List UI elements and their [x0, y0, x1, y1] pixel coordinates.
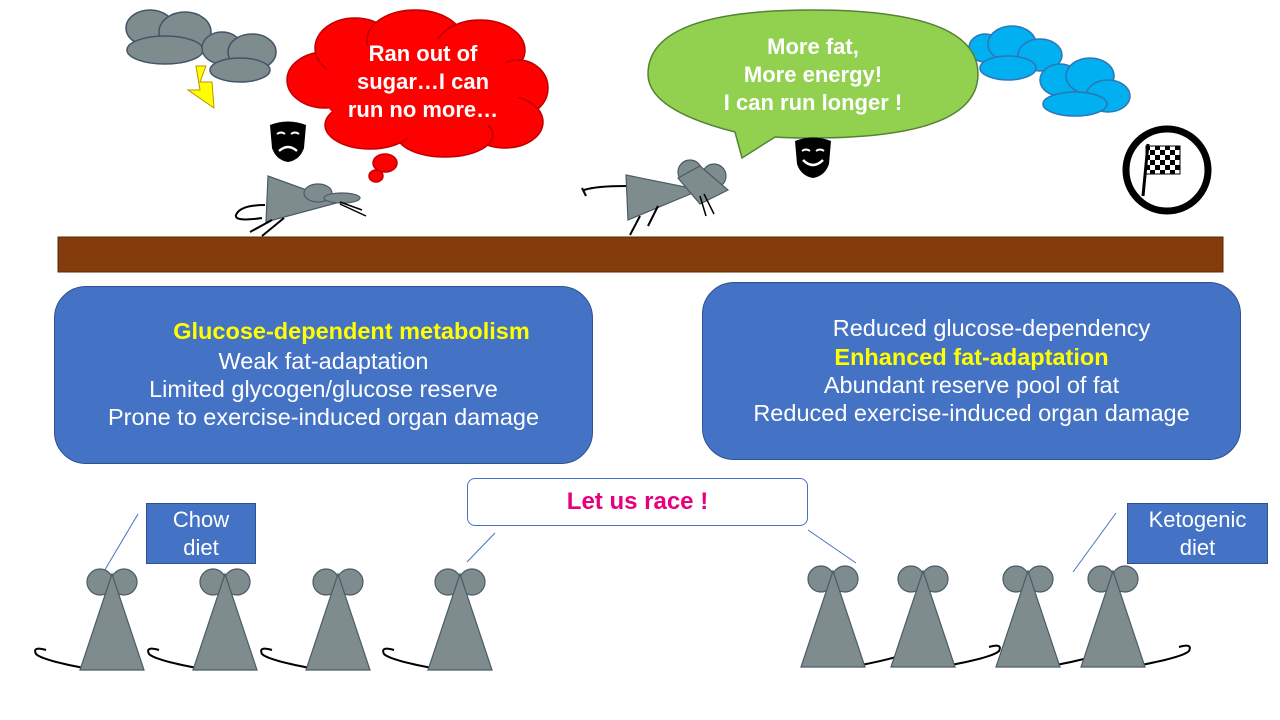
mouse-icon: [890, 565, 1001, 668]
mouse-icon: [581, 159, 730, 236]
panel-heading: Glucose-dependent metabolism: [173, 318, 530, 344]
left-thought-bubble: [286, 9, 549, 183]
panel-line: Reduced exercise-induced organ damage: [753, 400, 1190, 426]
ketogenic-diet-line: diet: [1179, 535, 1216, 560]
panel-line: Weak fat-adaptation: [218, 348, 429, 374]
storm-cloud-icon: [125, 9, 277, 83]
right-bubble-text: More fat, More energy! I can run longer …: [700, 33, 926, 117]
right-bubble-line: More energy!: [743, 62, 883, 87]
chow-diet-line: diet: [183, 535, 219, 560]
chow-diet-label: Chow diet: [146, 503, 256, 564]
right-bubble-line: I can run longer !: [723, 90, 903, 115]
mouse-icon: [260, 568, 371, 671]
chow-diet-panel: Glucose-dependent metabolism Weak fat-ad…: [54, 286, 593, 464]
panel-line: Limited glycogen/glucose reserve: [149, 376, 498, 402]
mouse-icon: [800, 565, 911, 668]
ketogenic-diet-panel: Reduced glucose-dependency Enhanced fat-…: [702, 282, 1241, 460]
panel-line: Reduced glucose-dependency: [832, 315, 1151, 341]
panel-line: Prone to exercise-induced organ damage: [107, 404, 540, 430]
panel-line: Abundant reserve pool of fat: [823, 372, 1120, 398]
lightning-icon: [186, 65, 215, 110]
chow-diet-line: Chow: [172, 507, 230, 532]
ketogenic-diet-line: Ketogenic: [1148, 507, 1247, 532]
ketogenic-diet-label: Ketogenic diet: [1127, 503, 1268, 564]
race-track: [57, 236, 1224, 273]
panel-heading: Enhanced fat-adaptation: [834, 344, 1109, 370]
race-callout: Let us race !: [467, 478, 808, 526]
mouse-icon: [382, 568, 493, 671]
happy-mask-icon: [795, 137, 831, 178]
left-bubble-line: run no more…: [347, 97, 499, 122]
sad-mask-icon: [270, 121, 306, 162]
mouse-icon: [147, 568, 258, 671]
connector-lines: [102, 512, 1117, 574]
blue-cloud-icon: [968, 25, 1131, 117]
left-bubble-text: Ran out of sugar…I can run no more…: [330, 40, 516, 124]
right-bubble-line: More fat,: [767, 34, 859, 59]
mouse-icon: [1080, 565, 1191, 668]
left-bubble-line: sugar…I can: [356, 69, 490, 94]
mouse-icon: [234, 175, 367, 237]
mouse-icon: [34, 568, 145, 671]
checkered-flag-icon: [1122, 125, 1212, 215]
left-bubble-line: Ran out of: [368, 41, 478, 66]
